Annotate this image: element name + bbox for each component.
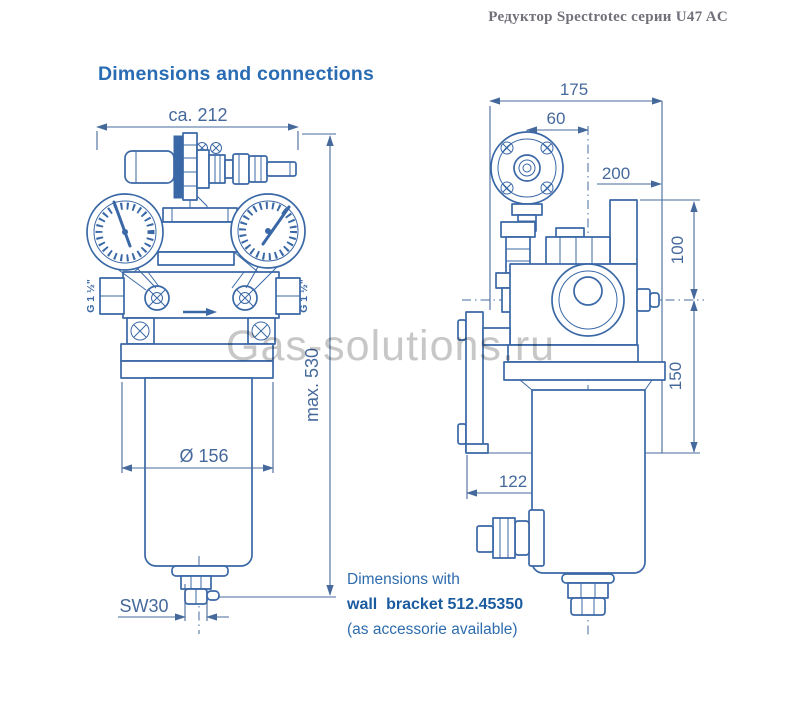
dim-bowl-diameter-label: Ø 156 — [179, 446, 228, 466]
mounting-bolt-right — [247, 317, 276, 345]
dimension-drain-wrench: SW30 — [118, 584, 229, 621]
flange-bolt — [540, 141, 554, 155]
inlet-pressure-gauge — [86, 193, 164, 291]
note-line-2: wall bracket 512.45350 — [347, 596, 524, 613]
dimension-overall-width: 175 — [489, 80, 663, 453]
dim-height-label: max. 530 — [302, 348, 322, 422]
dimension-upper-height: 100 — [640, 199, 700, 300]
dimension-bowl-diameter: Ø 156 — [121, 382, 274, 473]
flow-arrow — [183, 308, 217, 316]
outlet-port: G 1 ½" — [275, 277, 310, 315]
side-view-drawing: 175 60 200 100 150 122 — [457, 80, 704, 636]
regulator-bonnet — [147, 207, 245, 266]
document-header: Редуктор Spectrotec серии U47 AC — [488, 9, 728, 25]
wall-bracket — [457, 311, 511, 454]
side-drain-fitting — [561, 573, 615, 616]
outlet-port-circle — [551, 263, 625, 337]
pilot-actuator — [124, 132, 297, 215]
dim-upper-height-label: 100 — [668, 236, 687, 264]
dim-depth-label: 200 — [602, 164, 630, 183]
accessory-note: Dimensions with wall bracket 512.45350 (… — [347, 567, 523, 642]
dimension-width: ca. 212 — [96, 105, 299, 150]
drain-fitting — [171, 565, 229, 605]
right-valve-boss — [232, 285, 258, 311]
section-title: Dimensions and connections — [98, 63, 375, 85]
regulator-body — [122, 251, 280, 345]
flange-bolt — [500, 141, 514, 155]
inlet-port: G 1 ½" — [85, 277, 125, 315]
bowl-side-fitting — [476, 509, 545, 567]
mounting-bolt-left — [126, 317, 155, 345]
top-flange — [490, 131, 564, 232]
dim-lower-height-label: 150 — [666, 362, 685, 390]
inlet-port-label: G 1 ½" — [85, 279, 97, 313]
note-line-1: Dimensions with — [347, 571, 460, 588]
flange-bolt — [500, 181, 514, 195]
outlet-pressure-gauge — [230, 193, 306, 291]
left-valve-boss — [144, 285, 170, 311]
dim-bracket-offset-label: 122 — [499, 472, 527, 491]
dim-drain-wrench-label: SW30 — [119, 596, 168, 616]
dim-width-label: ca. 212 — [168, 105, 227, 125]
dimension-lower-height: 150 — [468, 300, 700, 454]
dim-overall-width-label: 175 — [560, 80, 588, 99]
outlet-port-label: G 1 ½" — [298, 279, 310, 313]
front-view-drawing: ca. 212 max. 530 — [85, 105, 336, 634]
dim-axis-offset-label: 60 — [547, 109, 566, 128]
note-line-3: (as accessorie available) — [347, 621, 518, 638]
side-filter-bowl — [503, 344, 666, 574]
dimension-height: max. 530 — [218, 133, 336, 598]
side-body — [495, 199, 660, 346]
dimension-depth: 200 — [597, 164, 662, 188]
filter-bowl — [120, 343, 274, 634]
flange-bolt — [540, 181, 554, 195]
